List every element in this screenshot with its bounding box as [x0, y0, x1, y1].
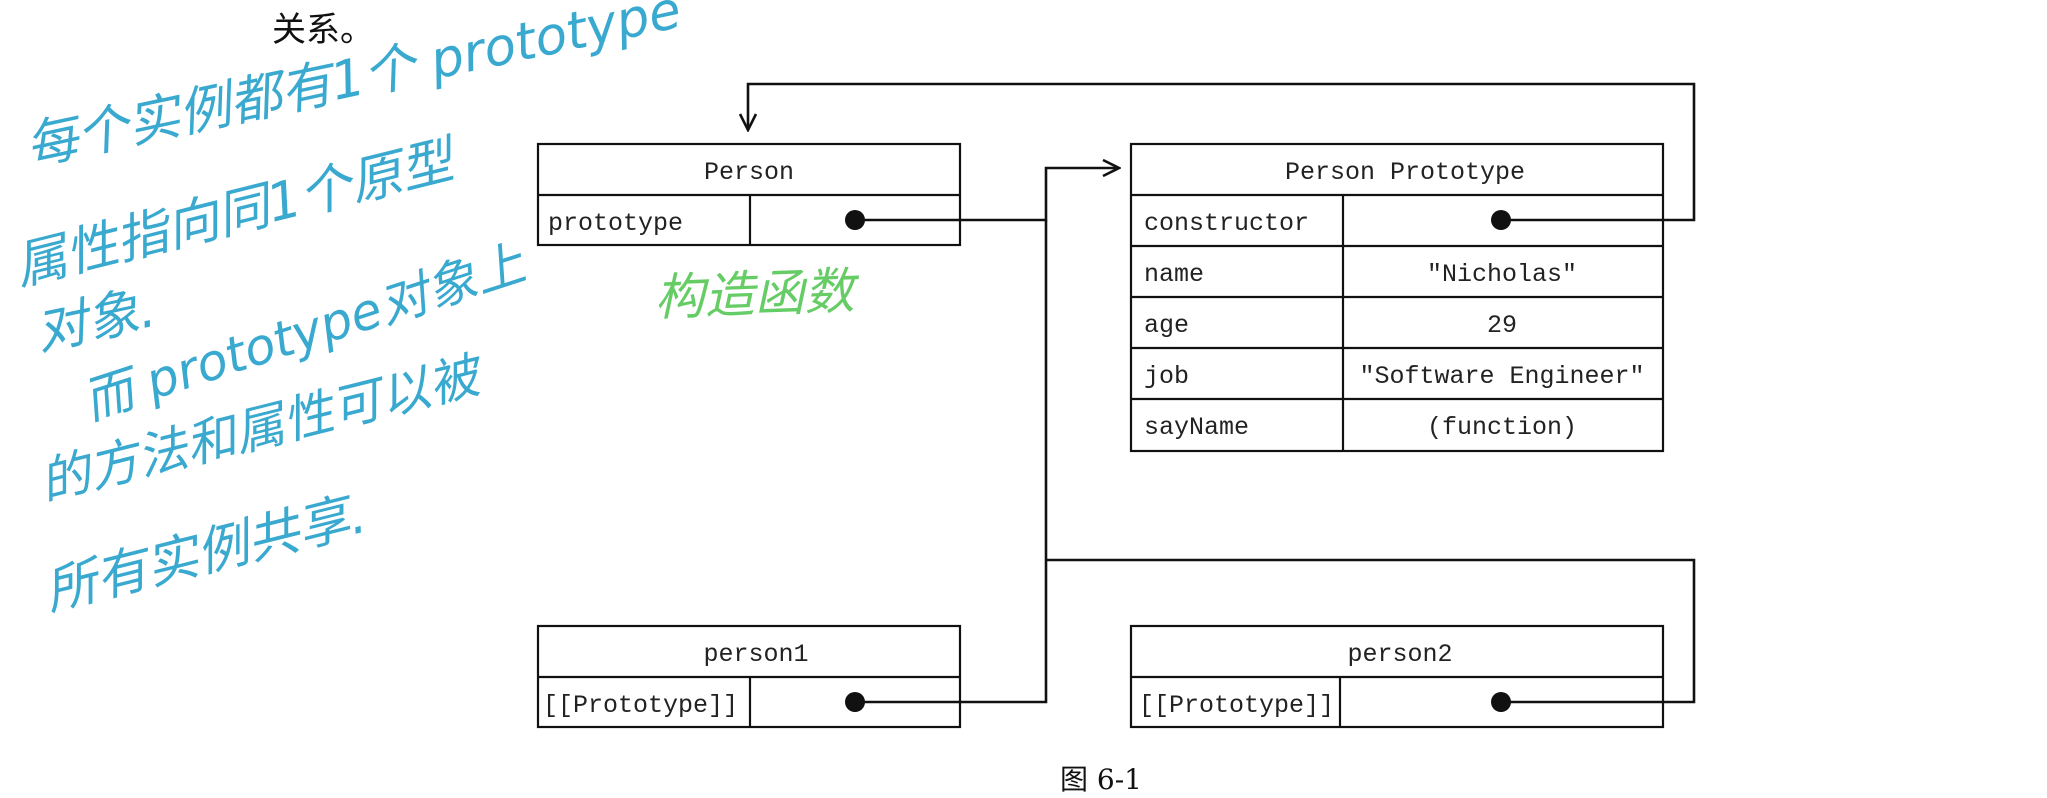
handwritten-note-line1: 每个实例都有1个 prototype: [20, 0, 686, 178]
proto-value-job: "Software Engineer": [1359, 362, 1644, 391]
person2-prototype-link: [1046, 558, 1696, 704]
proto-key-age: age: [1144, 311, 1189, 340]
person1-box: person1 [[Prototype]]: [536, 624, 962, 729]
person-box-title: Person: [704, 158, 794, 187]
proto-value-sayname: (function): [1427, 413, 1577, 442]
person-prototype-box: Person Prototype constructor name "Nicho…: [1129, 142, 1665, 453]
person1-prototype-link: [855, 220, 1048, 704]
proto-key-sayname: sayName: [1144, 413, 1249, 442]
person1-prototype-key: [[Prototype]]: [543, 691, 738, 720]
proto-key-job: job: [1144, 362, 1189, 391]
constructor-pointer-arrow: [748, 82, 1696, 222]
proto-value-age: 29: [1487, 311, 1517, 340]
figure-caption: 图 6-1: [1060, 763, 1142, 796]
person-box: Person prototype: [536, 142, 962, 247]
handwritten-constructor-note: 构造函数: [653, 262, 861, 327]
person2-box-title: person2: [1347, 640, 1452, 669]
top-text: 关系。: [272, 10, 374, 50]
proto-key-constructor: constructor: [1144, 209, 1309, 238]
prototype-pointer-arrow: [855, 168, 1119, 222]
prototype-diagram: Person prototype Person Prototype constr…: [9, 0, 1696, 729]
person1-box-title: person1: [703, 640, 808, 669]
person-prototype-key: prototype: [548, 209, 683, 238]
handwritten-notes: 每个实例都有1个 prototype 属性指向同1个原型 对象. 而 proto…: [9, 0, 862, 623]
handwritten-note-line3: 对象.: [30, 279, 160, 363]
person-prototype-title: Person Prototype: [1285, 158, 1525, 187]
person2-box: person2 [[Prototype]]: [1129, 624, 1665, 729]
handwritten-note-line6: 所有实例共享.: [39, 485, 372, 623]
proto-value-name: "Nicholas": [1427, 260, 1577, 289]
person2-prototype-key: [[Prototype]]: [1139, 691, 1334, 720]
proto-key-name: name: [1144, 260, 1204, 289]
